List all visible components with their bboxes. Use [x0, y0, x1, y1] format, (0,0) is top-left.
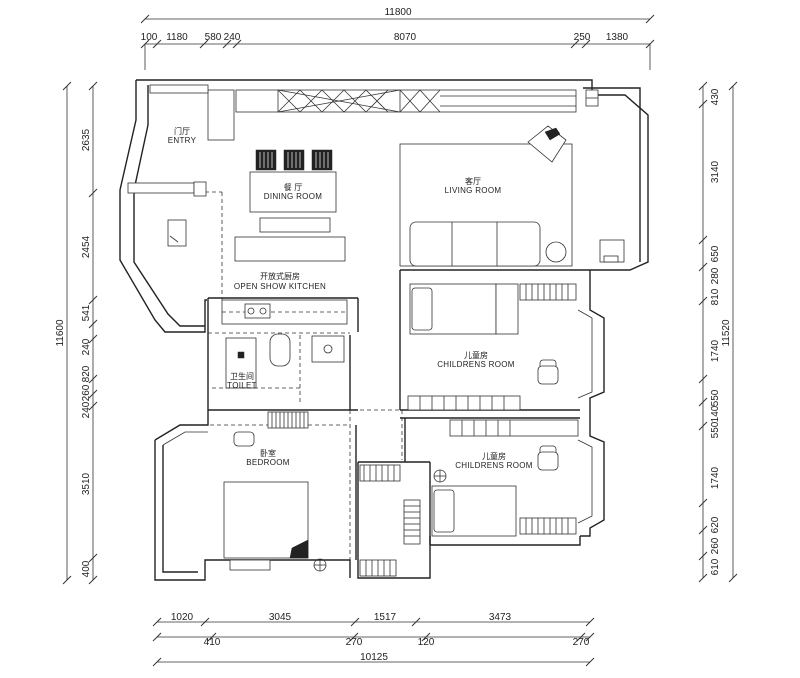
dim-bottom-upper-4: 3473	[489, 612, 512, 623]
dim-left-seg-8: 3510	[81, 472, 92, 495]
entry-bench	[127, 181, 207, 197]
dim-right-inner-1: 280	[710, 267, 721, 284]
room-entry-en: ENTRY	[168, 136, 197, 145]
room-living-en: LIVING ROOM	[445, 186, 502, 195]
dim-right-outer-9: 620	[710, 516, 721, 533]
dim-left-seg-7: 240	[81, 401, 92, 418]
bedroom-furniture	[223, 431, 327, 572]
childrens-room-1-furniture	[407, 283, 559, 411]
room-children1-zh: 儿童房	[464, 350, 488, 360]
dim-bottom-upper-3: 1517	[374, 612, 397, 623]
childrens-room-2-furniture	[431, 419, 579, 537]
dim-right-outer-1: 430	[710, 88, 721, 105]
dim-left-total: 11600	[55, 319, 66, 347]
room-kitchen-en: OPEN SHOW KITCHEN	[234, 282, 326, 291]
living-room-furniture	[399, 125, 625, 267]
dim-left-seg-6: 260	[81, 384, 92, 401]
dim-right-outer-2: 3140	[710, 160, 721, 183]
dim-right-inner-3: 260	[710, 537, 721, 554]
room-bedroom-zh: 卧室	[260, 448, 276, 458]
dim-right-inner-2: 140	[710, 405, 721, 422]
kitchen-island	[234, 236, 346, 262]
dim-top-seg-4: 240	[224, 32, 241, 43]
room-bedroom-en: BEDROOM	[246, 458, 289, 467]
left-dimension-lines	[62, 81, 98, 585]
dim-left-seg-4: 240	[81, 338, 92, 355]
dim-right-outer-5: 1740	[710, 339, 721, 362]
dim-bottom-lower-2: 270	[346, 637, 363, 648]
dim-left-seg-1: 2635	[81, 128, 92, 151]
dim-top-seg-6: 250	[574, 32, 591, 43]
dim-top-seg-5: 8070	[394, 32, 417, 43]
dim-right-total: 11520	[721, 319, 732, 347]
dim-right-outer-4: 810	[710, 288, 721, 305]
dim-bottom-lower-4: 270	[573, 637, 590, 648]
corner-cabinet	[585, 89, 599, 107]
dim-right-outer-7: 550	[710, 421, 721, 438]
room-dining-en: DINING ROOM	[264, 192, 322, 201]
toilet-fixtures	[212, 333, 345, 405]
dim-left-seg-9: 400	[81, 560, 92, 577]
room-children2-zh: 儿童房	[482, 451, 506, 461]
right-dimension-lines	[698, 81, 738, 583]
dim-bottom-lower-3: 120	[418, 637, 435, 648]
dim-bottom-lower-1: 410	[204, 637, 221, 648]
room-toilet-en: TOILET	[227, 381, 257, 390]
room-kitchen-zh: 开放式厨房	[260, 271, 300, 281]
dim-top-total: 11800	[384, 7, 412, 18]
dim-left-seg-2: 2454	[81, 235, 92, 258]
dim-top-seg-7: 1380	[606, 32, 629, 43]
room-children1-en: CHILDRENS ROOM	[437, 360, 515, 369]
dim-right-outer-3: 650	[710, 245, 721, 262]
dim-top-seg-2: 1180	[166, 32, 188, 43]
dim-top-seg-1: 100	[141, 32, 158, 43]
dim-bottom-upper-2: 3045	[269, 612, 292, 623]
wardrobes	[267, 283, 577, 577]
top-dimension-lines	[140, 14, 655, 70]
dim-right-outer-8: 1740	[710, 466, 721, 489]
room-dining-zh: 餐 厅	[284, 183, 303, 192]
dim-bottom-upper-1: 1020	[171, 612, 194, 623]
room-entry-zh: 门厅	[174, 126, 190, 136]
room-toilet-zh: 卫生间	[230, 371, 254, 381]
top-cabinets	[235, 89, 577, 113]
dim-bottom-total: 10125	[360, 652, 388, 663]
dim-right-outer-10: 610	[710, 558, 721, 575]
dim-left-seg-5: 820	[81, 365, 92, 382]
bottom-dimension-lines	[152, 617, 595, 667]
kitchen-counter	[221, 299, 348, 325]
dim-right-outer-6: 550	[710, 389, 721, 406]
walls	[119, 79, 649, 581]
dim-left-seg-3: 541	[81, 304, 92, 321]
room-living-zh: 客厅	[465, 176, 481, 186]
dim-top-seg-3: 580	[205, 32, 222, 43]
dining-chairs	[249, 149, 337, 233]
left-wall-cabinet	[167, 219, 187, 247]
entry-cabinet	[149, 84, 235, 141]
room-children2-en: CHILDRENS ROOM	[455, 461, 533, 470]
